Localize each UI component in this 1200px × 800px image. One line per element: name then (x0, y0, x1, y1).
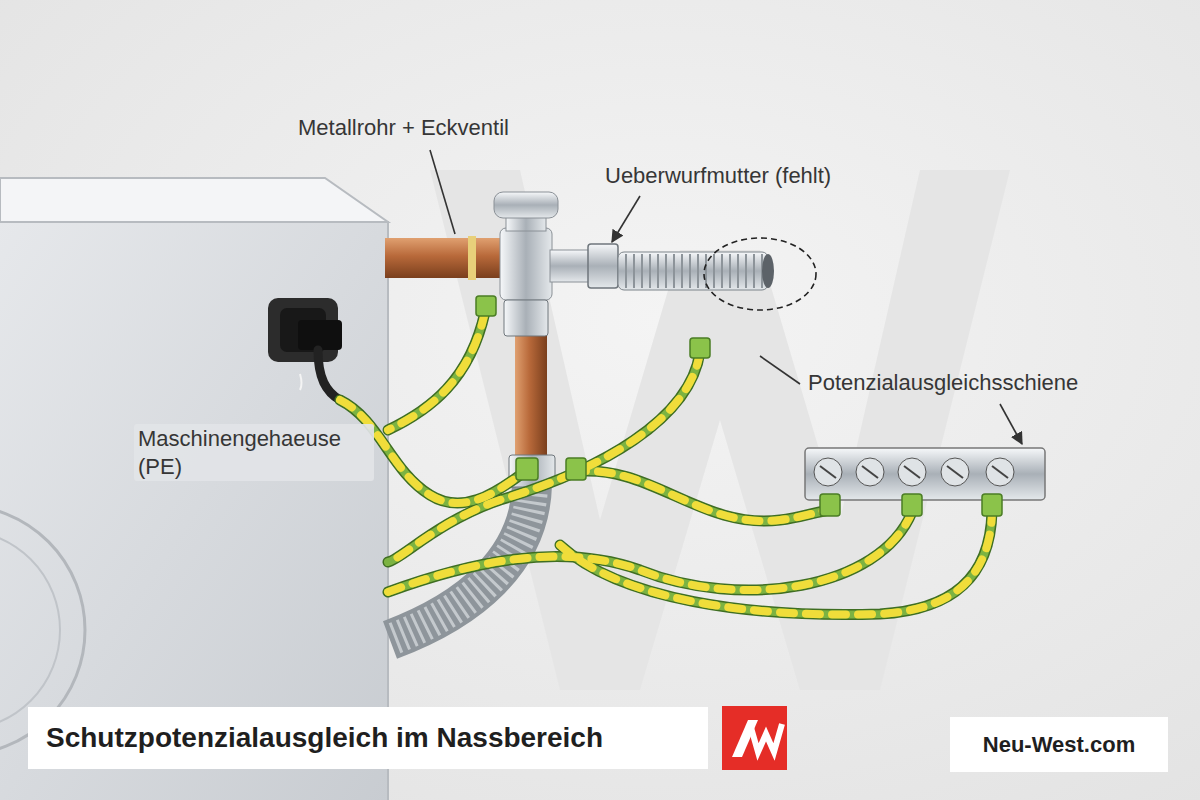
bonding-wires-part-part (388, 352, 700, 562)
busbar-part (941, 458, 969, 486)
busbar-part (862, 466, 878, 478)
leader-lines (430, 150, 1022, 444)
title: Schutzpotenzialausgleich im Nassbereich (28, 707, 708, 769)
background-part (430, 170, 1010, 690)
leader-lines-part (1000, 404, 1022, 444)
cable-lugs-part (690, 338, 710, 358)
bonding-wires-part-part (572, 471, 830, 521)
pipe-and-valve-part (500, 228, 552, 300)
bonding-wires-part-part (388, 352, 700, 562)
supply-hose-part (704, 238, 816, 310)
bonding-wires-part-part (388, 512, 912, 592)
pipe-and-valve (385, 192, 618, 487)
washing-machine-part (0, 530, 60, 730)
busbar (805, 448, 1045, 500)
part-label: Potenzialausgleichsschiene (808, 369, 1078, 397)
cable-lugs-part (476, 296, 496, 316)
bonding-wires-part-part (388, 312, 485, 430)
leader-lines-part (430, 150, 455, 234)
cable-lugs-part (566, 458, 586, 480)
socket-plug-part (318, 350, 340, 400)
part-label: Maschinengehaeuse (PE) (134, 424, 374, 481)
bonding-wires-part-part (388, 512, 912, 592)
bonding-wires-part-part (388, 312, 485, 430)
socket-plug-part (298, 320, 342, 350)
socket-plug-part (300, 374, 302, 390)
part-label: Ueberwurfmutter (fehlt) (605, 162, 831, 190)
busbar-part (992, 466, 1008, 478)
supply-hose-part (762, 254, 774, 288)
bonding-wires-part-part (560, 512, 992, 615)
supply-hose-part (626, 254, 762, 288)
pipe-and-valve-part (468, 236, 476, 280)
busbar-part (820, 466, 836, 478)
watermark: Neu-West.com (950, 717, 1168, 772)
bonding-wires-part-part (572, 471, 830, 521)
busbar-part (947, 466, 963, 478)
pipe-and-valve-part (515, 335, 547, 457)
bonding-wires-part (340, 312, 992, 615)
bonding-wires (340, 312, 992, 615)
busbar-part (904, 466, 920, 478)
bonding-wires-part-part (388, 352, 700, 562)
part-label: Metallrohr + Eckventil (298, 114, 509, 142)
leader-lines-part (612, 196, 640, 242)
bonding-wires-part-part (388, 312, 485, 430)
logo-part (722, 706, 787, 770)
busbar-part (814, 458, 842, 486)
cable-lugs-part (982, 494, 1002, 516)
cable-lugs-part (516, 458, 538, 480)
busbar-part (986, 458, 1014, 486)
pipe-and-valve-part (550, 250, 590, 282)
pipe-and-valve-part (494, 192, 558, 218)
logo-part (750, 724, 782, 752)
leader-lines-part (760, 356, 800, 384)
socket-plug (268, 298, 342, 400)
bonding-wires-part (340, 312, 992, 615)
pipe-and-valve-part (385, 238, 503, 278)
busbar-part (805, 448, 1045, 500)
cable-lugs-part (820, 494, 840, 516)
bonding-wires-part-part (388, 512, 912, 592)
supply-hose (618, 238, 816, 310)
bonding-wires-part (340, 312, 992, 615)
pipe-and-valve-part (504, 300, 548, 336)
busbar-part (898, 458, 926, 486)
logo (722, 706, 787, 770)
pipe-and-valve-part (588, 244, 618, 288)
cable-lugs-part (902, 494, 922, 516)
busbar-part (856, 458, 884, 486)
washing-machine-part (0, 178, 388, 222)
cable-lugs (476, 296, 1002, 516)
supply-hose-part (618, 252, 768, 290)
bonding-wires-part-part (572, 471, 830, 521)
